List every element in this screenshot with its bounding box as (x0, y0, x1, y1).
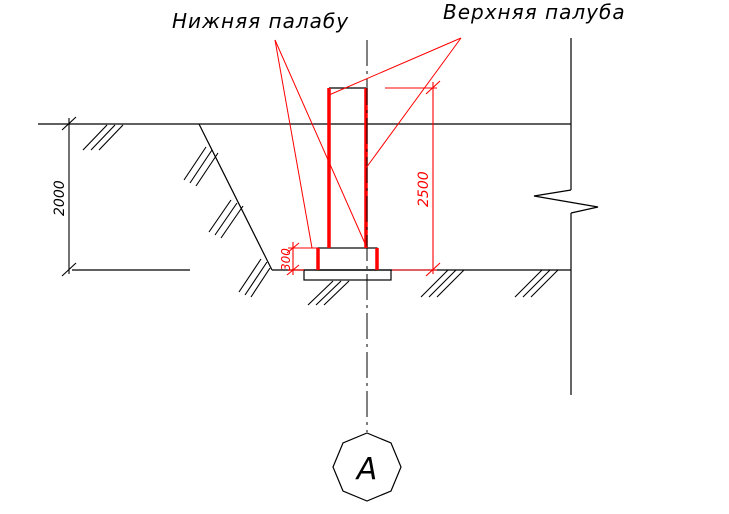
leader-lines (274, 37, 462, 249)
dimension-excavation-depth-text: 2000 (52, 180, 68, 216)
right-break-line (533, 38, 599, 395)
excavation-slope-line (198, 123, 273, 271)
dimension-excavation-depth (61, 116, 77, 277)
dimension-footing-height-text: 300 (279, 248, 293, 271)
axis-marker-octagon (332, 432, 402, 502)
ground-hatching (82, 124, 559, 306)
concrete-prep-layer (303, 269, 392, 281)
axis-marker-letter: A (355, 452, 378, 487)
dimension-footing-height (286, 242, 318, 276)
dimension-wall-height-text: 2500 (416, 171, 432, 207)
dimension-wall-height (385, 80, 441, 277)
lower-formwork-label: Нижняя палабу (172, 9, 349, 33)
upper-formwork-label: Верхняя палуба (443, 0, 626, 24)
formwork (316, 88, 379, 270)
footing-block (317, 247, 378, 271)
